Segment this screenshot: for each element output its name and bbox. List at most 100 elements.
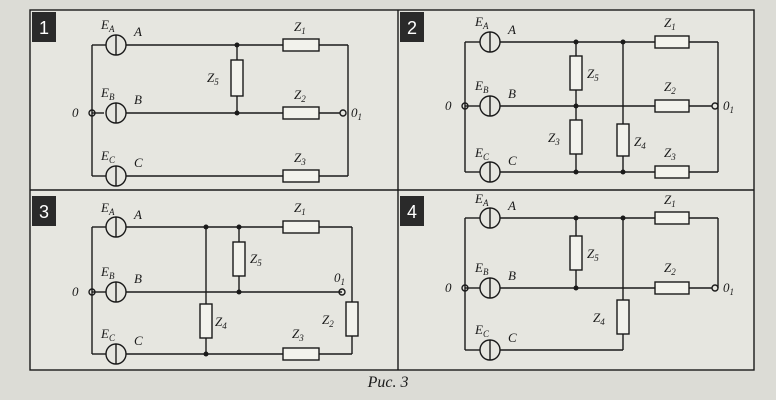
label-z3-vertical: Z3 <box>548 130 560 147</box>
label-neutral: 0 <box>445 98 452 113</box>
label-z4: Z4 <box>593 310 605 327</box>
label-ec: EC <box>100 148 116 165</box>
z4-resistor <box>616 299 630 335</box>
z2-resistor <box>654 99 690 113</box>
label-z5: Z5 <box>587 246 599 263</box>
label-load-neutral: 01 <box>351 105 362 122</box>
panel-number: 1 <box>39 18 49 38</box>
z5-resistor <box>232 241 246 277</box>
junction-dot <box>203 224 209 230</box>
label-terminal-c: C <box>134 333 143 348</box>
z3-resistor <box>654 165 690 179</box>
panel-2: 2 EA <box>400 12 734 183</box>
junction-dot <box>234 42 240 48</box>
neutral-terminal-icon <box>88 288 96 296</box>
neutral-terminal-icon <box>461 102 469 110</box>
label-ea: EA <box>474 14 489 31</box>
load-neutral-terminal-icon <box>339 109 347 117</box>
load-neutral-terminal-icon <box>711 102 719 110</box>
junction-dot <box>573 39 579 45</box>
load-neutral-terminal-icon <box>711 284 719 292</box>
label-z3: Z3 <box>294 150 306 167</box>
load-neutral-terminal-icon <box>338 288 346 296</box>
label-ec: EC <box>474 145 490 162</box>
label-eb: EB <box>474 78 489 95</box>
z2-resistor <box>282 106 320 120</box>
panel-badge <box>32 196 56 226</box>
label-eb: EB <box>474 260 489 277</box>
label-z2: Z2 <box>664 260 676 277</box>
label-z2: Z2 <box>294 87 306 104</box>
panel-badge <box>400 12 424 42</box>
panel-badge <box>400 196 424 226</box>
label-load-neutral: 01 <box>334 270 345 287</box>
z4-resistor <box>616 123 630 157</box>
z5-resistor <box>230 59 244 97</box>
z5-resistor <box>569 55 583 91</box>
label-terminal-b: B <box>508 86 516 101</box>
z4-resistor <box>199 303 213 339</box>
z5-resistor <box>569 235 583 271</box>
label-ec: EC <box>474 322 490 339</box>
z1-resistor <box>282 220 320 234</box>
junction-dot <box>620 169 626 175</box>
z1-resistor <box>282 38 320 52</box>
label-neutral: 0 <box>445 280 452 295</box>
label-terminal-a: A <box>507 22 516 37</box>
label-terminal-a: A <box>507 198 516 213</box>
panel-badge <box>32 12 56 42</box>
label-z4: Z4 <box>634 134 646 151</box>
panel-number: 3 <box>39 202 49 222</box>
label-z5: Z5 <box>587 66 599 83</box>
junction-dot <box>236 289 242 295</box>
label-terminal-c: C <box>508 330 517 345</box>
label-ea: EA <box>100 200 115 217</box>
panel-3: 3 EA A E <box>32 196 359 365</box>
label-eb: EB <box>100 85 115 102</box>
junction-dot <box>573 215 579 221</box>
junction-dot <box>573 285 579 291</box>
z1-resistor <box>654 211 690 225</box>
label-terminal-c: C <box>134 155 143 170</box>
label-terminal-b: B <box>134 92 142 107</box>
label-z2: Z2 <box>664 79 676 96</box>
junction-dot <box>573 103 579 109</box>
z3-vertical-resistor <box>569 119 583 155</box>
z3-resistor <box>282 169 320 183</box>
neutral-terminal-icon <box>88 109 96 117</box>
z2-resistor <box>654 281 690 295</box>
label-neutral: 0 <box>72 284 79 299</box>
label-z1: Z1 <box>664 192 676 209</box>
label-terminal-a: A <box>133 24 142 39</box>
label-z3: Z3 <box>292 326 304 343</box>
label-ec: EC <box>100 326 116 343</box>
label-terminal-b: B <box>134 271 142 286</box>
panel-number: 4 <box>407 202 417 222</box>
junction-dot <box>234 110 240 116</box>
label-z5: Z5 <box>250 251 262 268</box>
label-terminal-a: A <box>133 207 142 222</box>
label-terminal-b: B <box>508 268 516 283</box>
label-ea: EA <box>100 17 115 34</box>
label-z1: Z1 <box>294 19 306 36</box>
junction-dot <box>236 224 242 230</box>
neutral-terminal-icon <box>461 284 469 292</box>
z1-resistor <box>654 35 690 49</box>
label-neutral: 0 <box>72 105 79 120</box>
z2-resistor <box>345 301 359 337</box>
label-terminal-c: C <box>508 153 517 168</box>
junction-dot <box>620 39 626 45</box>
z3-resistor <box>282 347 320 361</box>
label-load-neutral: 01 <box>723 280 734 297</box>
junction-dot <box>620 215 626 221</box>
junction-dot <box>203 351 209 357</box>
label-z1: Z1 <box>294 200 306 217</box>
figure-caption: Рис. 3 <box>367 374 409 391</box>
label-z2: Z2 <box>322 312 334 329</box>
label-z3: Z3 <box>664 145 676 162</box>
panel-4: 4 EA A EB B EC C <box>400 191 734 361</box>
label-z5: Z5 <box>207 70 219 87</box>
label-load-neutral: 01 <box>723 98 734 115</box>
label-ea: EA <box>474 191 489 208</box>
